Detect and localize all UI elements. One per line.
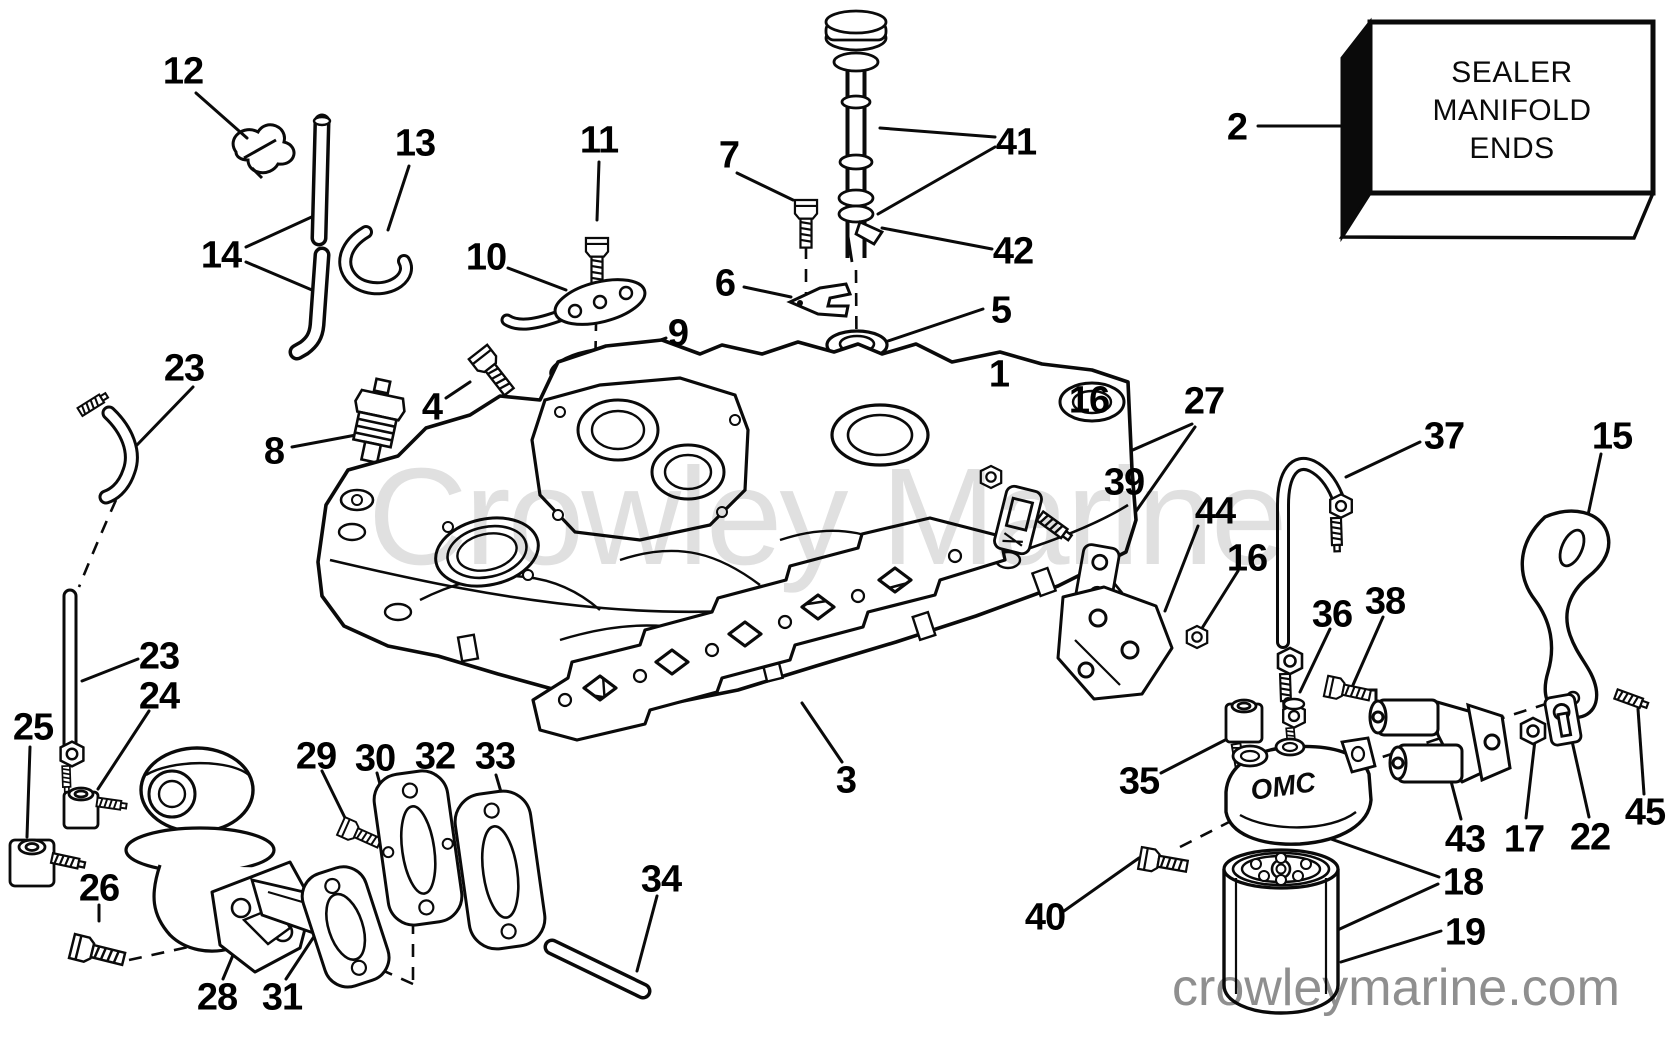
watermark: Crowley Marine	[368, 440, 1288, 594]
callout-10: 10	[465, 236, 507, 279]
callout-1: 1	[988, 353, 1010, 396]
callout-34: 34	[640, 858, 682, 901]
callout-11: 11	[579, 119, 619, 162]
part-42-spring-pin	[854, 220, 885, 246]
callout-15: 15	[1591, 415, 1633, 458]
filter-head-nipple	[1282, 697, 1306, 755]
callout-5: 5	[990, 289, 1012, 332]
part-24-elbow-fitting	[62, 786, 128, 830]
callout-16: 16	[1068, 379, 1110, 422]
callout-16: 16	[1226, 537, 1268, 580]
callout-39: 39	[1103, 461, 1145, 504]
sealer-box-line2: MANIFOLD	[1432, 94, 1591, 127]
callout-23: 23	[163, 347, 205, 390]
part-44-anchor-bracket	[1056, 585, 1174, 701]
sealer-box: SEALER MANIFOLD ENDS	[1338, 17, 1656, 243]
part-23-hose-upper	[76, 390, 139, 505]
callout-37: 37	[1423, 415, 1465, 458]
sealer-box-line1: SEALER	[1451, 56, 1572, 89]
part-43-bracket	[1368, 698, 1512, 784]
part-33-gasket	[453, 789, 547, 951]
part-27-bracket-upper	[993, 484, 1043, 556]
callout-18: 18	[1442, 861, 1484, 904]
callout-13: 13	[394, 122, 436, 165]
callout-26: 26	[78, 867, 120, 910]
callout-23: 23	[138, 635, 180, 678]
sealer-box-line3: ENDS	[1469, 132, 1554, 165]
callout-12: 12	[162, 50, 204, 93]
callout-45: 45	[1624, 791, 1666, 834]
part-19-fuel-filter	[1222, 848, 1340, 1015]
callout-42: 42	[992, 230, 1034, 273]
callout-8: 8	[263, 430, 285, 473]
callout-22: 22	[1569, 816, 1611, 859]
part-22-clip	[1543, 693, 1583, 747]
part-1-intake-manifold	[316, 338, 1138, 704]
callout-19: 19	[1444, 911, 1486, 954]
callout-7: 7	[718, 134, 740, 177]
part-31-gasket	[300, 865, 391, 989]
callout-31: 31	[261, 976, 303, 1019]
callout-17: 17	[1503, 818, 1545, 861]
callout-38: 38	[1364, 580, 1406, 623]
part-10-fitting	[500, 278, 647, 331]
callout-2: 2	[1226, 106, 1248, 149]
site-footer-text: crowleymarine.com	[1172, 959, 1620, 1017]
callout-30: 30	[354, 737, 396, 780]
callout-28: 28	[196, 976, 238, 1019]
callout-4: 4	[421, 386, 443, 429]
part-35-elbow-fitting	[1224, 698, 1264, 775]
part-18-filter-head: OMC	[1224, 736, 1377, 846]
part-34-push-rod	[543, 938, 652, 1000]
part-32-gasket	[372, 769, 464, 927]
part-8-sender	[351, 377, 406, 465]
callout-41: 41	[995, 121, 1037, 164]
callout-14: 14	[200, 234, 242, 277]
part-6-fork-clip	[786, 282, 853, 318]
callout-3: 3	[835, 759, 857, 802]
callout-32: 32	[414, 735, 456, 778]
callout-33: 33	[474, 735, 516, 778]
callout-24: 24	[138, 675, 180, 718]
callout-35: 35	[1118, 760, 1160, 803]
part-41-dipstick	[824, 9, 888, 263]
callout-27: 27	[1183, 380, 1225, 423]
callout-29: 29	[295, 735, 337, 778]
callout-43: 43	[1444, 818, 1486, 861]
part-3-gasket-strip	[531, 516, 1007, 742]
part-23-tube-lower	[59, 588, 85, 793]
part-14-hoses	[288, 113, 332, 361]
part-12-clip	[231, 123, 296, 180]
callout-6: 6	[714, 262, 736, 305]
part-13-hose	[338, 225, 413, 296]
callout-44: 44	[1194, 490, 1236, 533]
callout-40: 40	[1024, 896, 1066, 939]
part-25-elbow-connector	[8, 838, 87, 888]
callout-9: 9	[667, 312, 689, 355]
callout-25: 25	[12, 706, 54, 749]
callout-36: 36	[1311, 593, 1353, 636]
